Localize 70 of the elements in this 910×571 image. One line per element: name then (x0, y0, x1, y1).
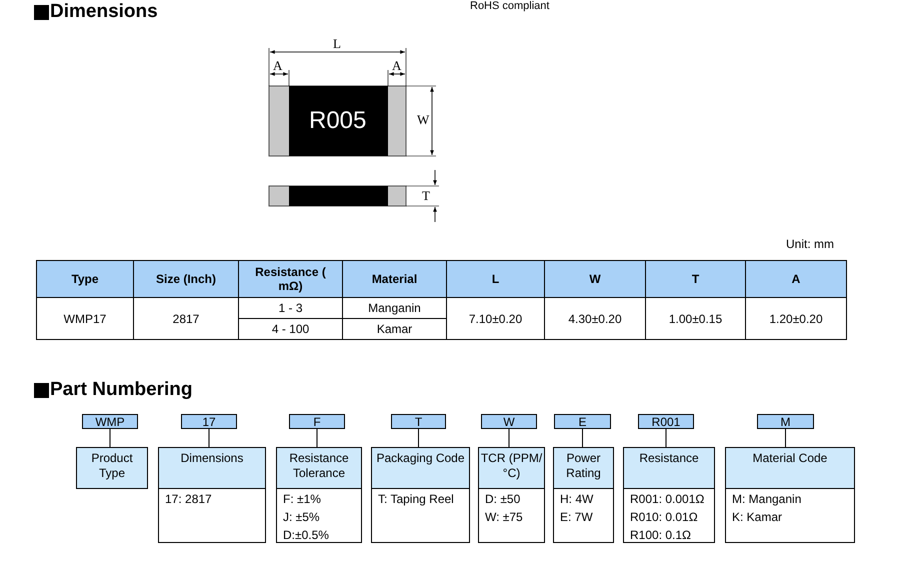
connector-line (582, 428, 583, 448)
code-description: M: Manganin (732, 491, 802, 508)
table-value: WMP17 (36, 298, 134, 340)
connector-line (208, 428, 210, 448)
code-description: D:±0.5% (283, 527, 330, 544)
category-box (371, 447, 470, 543)
compliance-note: RoHS compliant (470, 0, 550, 12)
code-description: R100: 0.1Ω (630, 527, 692, 544)
code-description: T: Taping Reel (378, 491, 455, 508)
code-box: WMP (82, 414, 138, 429)
category-box (725, 447, 855, 543)
table-value: 1.20±0.20 (746, 298, 846, 340)
table-value: 4 - 100 (238, 318, 342, 340)
column-header: A (746, 260, 846, 298)
column-header: L (446, 260, 544, 298)
category-heading: Packaging Code (372, 448, 469, 488)
connector-line (418, 428, 419, 448)
section-heading: Part Numbering (50, 379, 193, 401)
connector-line (508, 428, 510, 448)
column-header: T (646, 260, 746, 298)
code-description: H: 4W (560, 491, 594, 508)
category-box (623, 447, 715, 543)
category-heading: Power Rating (554, 448, 613, 488)
code-box: W (481, 414, 537, 429)
dimension-label: W (417, 112, 430, 128)
category-heading: Material Code (726, 448, 854, 488)
code-description: D: ±50 (485, 491, 522, 508)
column-header: Material (342, 260, 446, 298)
code-description: R001: 0.001Ω (630, 491, 706, 508)
code-box: M (757, 414, 814, 429)
dimension-label: L (333, 36, 341, 52)
category-heading: Dimensions (159, 448, 265, 488)
table-value: 1.00±0.15 (646, 298, 746, 340)
category-heading: Resistance Tolerance (277, 448, 361, 488)
code-box: E (554, 414, 611, 429)
code-description: K: Kamar (732, 509, 784, 526)
code-description: W: ±75 (485, 509, 524, 526)
code-description: R010: 0.01Ω (630, 509, 699, 526)
code-box: F (289, 414, 345, 429)
category-box (276, 447, 362, 543)
category-box (158, 447, 266, 543)
category-box (478, 447, 545, 543)
dimension-label: T (422, 188, 430, 204)
table-value: Manganin (342, 298, 446, 318)
column-header: Type (36, 260, 134, 298)
code-box: T (391, 414, 446, 429)
resistor-marking: R005 (309, 107, 366, 135)
category-heading: Product Type (77, 448, 147, 488)
table-value: 7.10±0.20 (446, 298, 544, 340)
code-description: E: 7W (560, 509, 594, 526)
category-box (553, 447, 614, 543)
dimension-label: A (273, 58, 282, 74)
connector-line (785, 428, 786, 448)
column-header: Size (Inch) (134, 260, 238, 298)
connector-line (316, 428, 318, 448)
dimension-label: A (392, 58, 402, 74)
table-value: 1 - 3 (238, 298, 342, 318)
category-heading: Resistance (624, 448, 714, 488)
code-box: R001 (638, 414, 694, 429)
code-description: 17: 2817 (165, 491, 213, 508)
table-value: 2817 (134, 298, 238, 340)
category-heading: TCR (PPM/°C) (479, 448, 544, 488)
unit-note: Unit: mm (786, 237, 834, 251)
column-header: W (544, 260, 646, 298)
column-header: Resistance ( mΩ) (238, 260, 342, 298)
section-heading: Dimensions (50, 1, 158, 23)
code-description: F: ±1% (283, 491, 322, 508)
code-description: J: ±5% (283, 509, 321, 526)
table-value: 4.30±0.20 (544, 298, 646, 340)
code-box: 17 (181, 414, 237, 429)
